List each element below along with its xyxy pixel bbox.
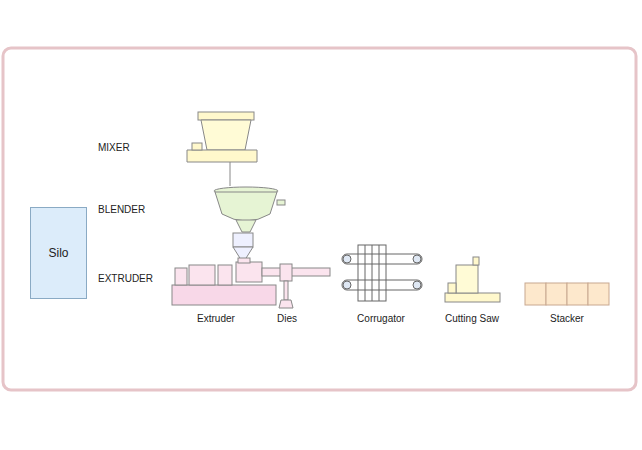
- node-text: Silo: [48, 246, 68, 260]
- equipment-label: Stacker: [550, 313, 584, 325]
- equipment-label: Corrugator: [357, 313, 405, 325]
- equipment-label: Extruder: [197, 313, 235, 325]
- silo-box: Silo: [30, 207, 87, 299]
- stage-label: MIXER: [98, 142, 130, 154]
- equipment-label: Cutting Saw: [445, 313, 499, 325]
- equipment-label: Dies: [277, 313, 297, 325]
- stage-label: BLENDER: [98, 204, 145, 216]
- stage-label: EXTRUDER: [98, 273, 153, 285]
